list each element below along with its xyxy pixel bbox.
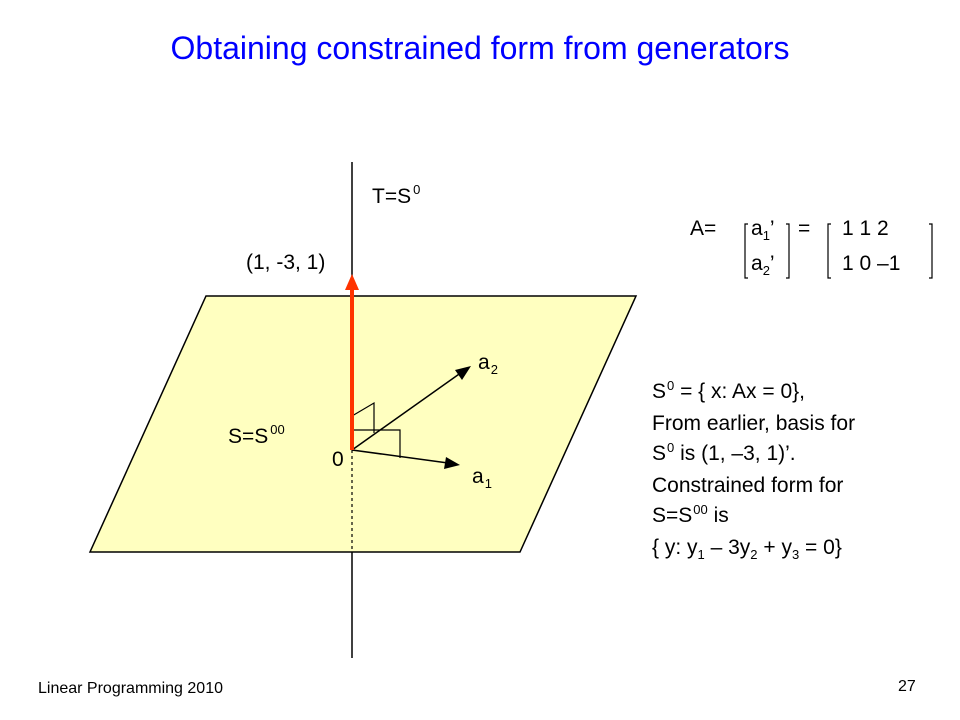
desc-line-1: S0 = { x: Ax = 0},	[652, 378, 806, 403]
point-label: (1, -3, 1)	[246, 251, 326, 274]
a1-arrowhead	[444, 457, 460, 469]
a1-vector	[351, 449, 449, 464]
desc-line-3: S0 is (1, –3, 1)’.	[652, 440, 796, 465]
plane-parallelogram	[88, 295, 638, 553]
matrix-left-row1: a1’	[751, 217, 775, 243]
desc-line-6: { y: y1 – 3y2 + y3 = 0}	[652, 536, 842, 562]
desc-line-5: S=S00 is	[652, 502, 729, 527]
matrix-left-row2: a2’	[751, 252, 775, 278]
right-angle-marker-a1	[352, 429, 401, 458]
desc-line-4: Constrained form for	[652, 474, 844, 497]
a1-label: a1	[472, 465, 492, 491]
desc-line-2: From earlier, basis for	[652, 412, 856, 435]
a2-label: a2	[478, 351, 498, 377]
a2-arrowhead	[455, 366, 471, 380]
origin-label: 0	[332, 448, 344, 471]
matrix-right-row2: 1 0 –1	[842, 252, 901, 275]
matrix-right-row1: 1 1 2	[842, 217, 889, 240]
description-text: S0 = { x: Ax = 0}, From earlier, basis f…	[652, 377, 952, 565]
a2-vector	[351, 371, 463, 451]
matrix-prefix: A=	[690, 217, 717, 240]
matrix-equals: =	[798, 217, 811, 240]
right-angle-marker-a2	[351, 401, 375, 433]
normal-arrowhead	[345, 274, 359, 290]
page-number: 27	[898, 678, 916, 695]
slide-title: Obtaining constrained form from generato…	[170, 30, 790, 66]
footer-text: Linear Programming 2010	[38, 680, 223, 697]
